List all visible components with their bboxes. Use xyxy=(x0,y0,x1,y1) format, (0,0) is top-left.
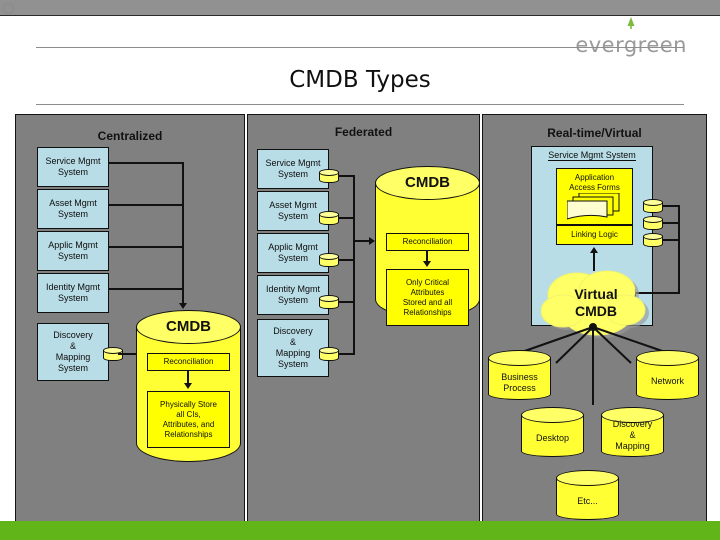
box-service-mgmt-system[interactable]: Service Mgmt System xyxy=(257,149,329,189)
box-applic-mgmt-system[interactable]: Applic Mgmt System xyxy=(257,233,329,273)
disk-icon-applic xyxy=(319,253,339,267)
cylinder-network[interactable]: Network xyxy=(636,350,699,400)
label-discovery-mapping: Discovery & Mapping xyxy=(612,419,653,451)
cylinder-business-process[interactable]: Business Process xyxy=(488,350,551,400)
box-critical-attributes[interactable]: Only Critical Attributes Stored and all … xyxy=(386,269,469,326)
connector-right-bus xyxy=(678,205,680,294)
connector-bus-to-cloud xyxy=(635,292,680,294)
arrow-into-cmdb xyxy=(369,237,375,245)
connector-asset xyxy=(338,217,355,219)
connector-bus-vertical xyxy=(353,175,355,355)
label-desktop: Desktop xyxy=(535,433,570,443)
connector-bus-vertical xyxy=(182,162,184,305)
connector-disk-3 xyxy=(662,239,680,241)
cmdb-label: CMDB xyxy=(166,318,211,335)
connector-applic xyxy=(338,259,355,261)
window-control-dot-icon[interactable] xyxy=(3,3,14,14)
disk-icon-service xyxy=(319,169,339,183)
connector-identity xyxy=(109,288,184,290)
label-service-mgmt-system: Service Mgmt System xyxy=(548,150,636,161)
connector-bus-to-cmdb xyxy=(353,240,371,242)
connector-asset xyxy=(109,204,184,206)
connector-discovery-to-cmdb xyxy=(118,353,143,355)
disk-icon-discovery xyxy=(103,347,123,361)
disk-icon-identity xyxy=(319,295,339,309)
connector-disk-1 xyxy=(662,205,680,207)
brand-name: evergreen xyxy=(575,33,687,57)
brand-logo: evergreen xyxy=(575,16,687,56)
label-etc: Etc... xyxy=(577,496,598,506)
connector-identity xyxy=(338,301,355,303)
label-network: Network xyxy=(650,376,684,386)
box-reconciliation[interactable]: Reconciliation xyxy=(147,353,230,371)
box-reconciliation[interactable]: Reconciliation xyxy=(386,233,469,251)
box-physically-store[interactable]: Physically Store all CIs, Attributes, an… xyxy=(147,391,230,448)
connector-service xyxy=(338,175,355,177)
cloud-label: Virtual CMDB xyxy=(574,286,618,319)
page-title: CMDB Types xyxy=(289,67,431,93)
arrow-into-cmdb xyxy=(179,303,187,309)
box-identity-mgmt-system[interactable]: Identity Mgmt System xyxy=(37,273,109,313)
cylinder-discovery-mapping[interactable]: Discovery & Mapping xyxy=(601,407,664,457)
panel-title-federated: Federated xyxy=(334,125,393,139)
panel-title-realtime: Real-time/Virtual xyxy=(547,126,642,140)
box-service-mgmt-system[interactable]: Service Mgmt System xyxy=(37,147,109,187)
box-applic-mgmt-system[interactable]: Applic Mgmt System xyxy=(37,231,109,271)
disk-icon-3 xyxy=(643,233,663,247)
cmdb-label: CMDB xyxy=(405,174,450,191)
panel-title-centralized: Centralized xyxy=(97,129,163,143)
box-discovery-mapping-system[interactable]: Discovery & Mapping System xyxy=(37,323,109,381)
cloud-virtual-cmdb: Virtual CMDB xyxy=(541,268,651,340)
connector-disk-2 xyxy=(662,222,680,224)
connector-applic xyxy=(109,246,184,248)
evergreen-tree-icon xyxy=(627,17,635,29)
connector-discovery xyxy=(338,353,355,355)
box-identity-mgmt-system[interactable]: Identity Mgmt System xyxy=(257,275,329,315)
disk-icon-1 xyxy=(643,199,663,213)
box-linking-logic[interactable]: Linking Logic xyxy=(556,225,633,245)
documents-stack-icon xyxy=(567,193,620,220)
header-divider-bottom xyxy=(36,104,684,105)
disk-icon-asset xyxy=(319,211,339,225)
box-discovery-mapping-system[interactable]: Discovery & Mapping System xyxy=(257,319,329,377)
box-asset-mgmt-system[interactable]: Asset Mgmt System xyxy=(257,191,329,231)
label-business-process: Business Process xyxy=(501,372,538,393)
panel-realtime: Real-time/Virtual Service Mgmt System Ap… xyxy=(482,114,707,523)
box-asset-mgmt-system[interactable]: Asset Mgmt System xyxy=(37,189,109,229)
panel-centralized: Centralized Service Mgmt System Asset Mg… xyxy=(15,114,245,523)
connector-recon-to-store xyxy=(187,371,189,385)
cylinder-desktop[interactable]: Desktop xyxy=(521,407,584,457)
arrow-recon-to-store xyxy=(184,383,192,389)
connector-service xyxy=(109,162,184,164)
header-divider-top xyxy=(36,47,684,48)
arrow-recon-to-store xyxy=(423,261,431,267)
disk-icon-discovery xyxy=(319,347,339,361)
arrow-cloud-to-linking xyxy=(590,247,598,253)
disk-icon-2 xyxy=(643,216,663,230)
connector-cloud-to-linking xyxy=(593,253,595,271)
connector-recon-to-store xyxy=(426,251,428,263)
footer-accent-bar xyxy=(0,521,720,540)
cylinder-etc[interactable]: Etc... xyxy=(556,470,619,520)
panel-federated: Federated Service Mgmt System Asset Mgmt… xyxy=(247,114,480,523)
window-title-bar xyxy=(0,0,720,16)
